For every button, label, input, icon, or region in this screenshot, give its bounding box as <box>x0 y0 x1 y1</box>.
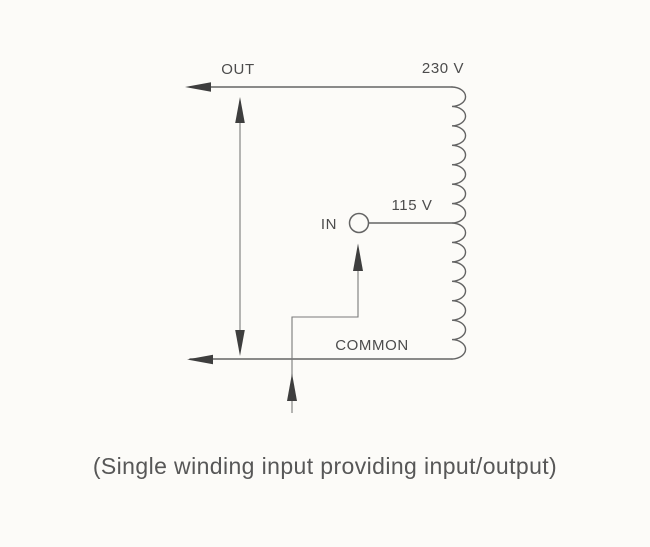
left-arrow-icon <box>185 82 211 92</box>
figure-caption: (Single winding input providing input/ou… <box>93 453 557 479</box>
input-feed-path <box>291 268 359 413</box>
in-label: IN <box>321 216 337 233</box>
down-arrow-icon <box>235 330 245 356</box>
in-terminal-circle <box>348 212 370 234</box>
up-arrow-icon <box>287 373 297 401</box>
out-label: OUT <box>221 61 254 78</box>
left-arrow-icon <box>187 354 213 365</box>
up-arrow-icon <box>353 243 363 271</box>
winding-coil <box>451 86 467 360</box>
tap-voltage-label: 115 V <box>391 197 432 214</box>
full-voltage-label: 230 V <box>422 60 464 77</box>
common-label: COMMON <box>335 337 409 354</box>
up-arrow-icon <box>235 97 245 123</box>
